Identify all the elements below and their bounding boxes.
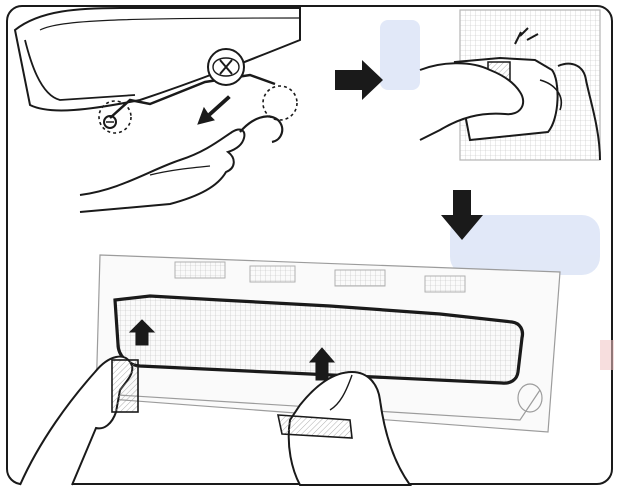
down-left-arrow-icon: [198, 96, 230, 124]
screw-highlight-circle: [99, 101, 131, 133]
step-2-panel: [420, 10, 600, 160]
printer-body-outline: [15, 8, 300, 110]
right-arrow-icon: [335, 60, 383, 100]
step-3-panel: [20, 255, 560, 485]
screw-detail-icon: [208, 49, 244, 85]
hand-icon: [80, 130, 244, 212]
step-1-panel: [15, 8, 300, 212]
